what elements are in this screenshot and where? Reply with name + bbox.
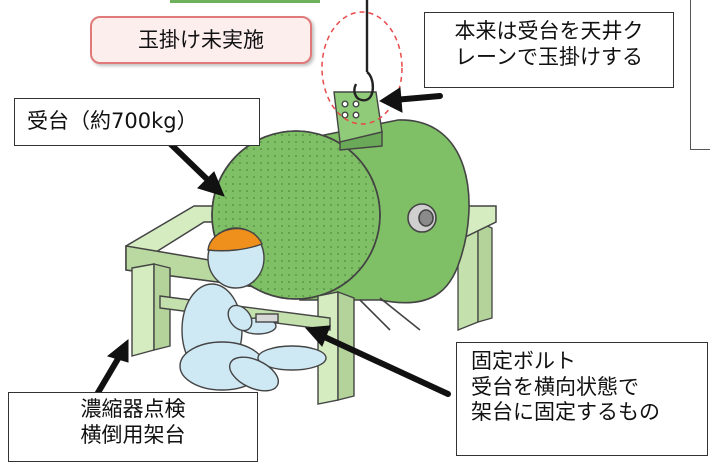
cradle-callout: 受台（約700kg） (14, 98, 260, 146)
crane-note-line-2: レーンで玉掛けする (455, 44, 643, 69)
unslung-warning-label: 玉掛け未実施 (138, 28, 264, 52)
unslung-warning-badge: 玉掛け未実施 (90, 16, 312, 64)
stand-callout: 濃縮器点検 横倒用架台 (8, 392, 258, 462)
dashed-circle (321, 11, 403, 125)
side-panel-edge (690, 0, 710, 150)
stand-line-1: 濃縮器点検 (80, 397, 186, 421)
top-edge-stub (170, 0, 320, 3)
fixing-bolt-line-1: 固定ボルト (471, 349, 576, 373)
crane-note-callout: 本来は受台を天井ク レーンで玉掛けする (424, 12, 674, 88)
fixing-bolt-line-3: 架台に固定するもの (471, 400, 660, 425)
fixing-bolt-callout: 固定ボルト 受台を横向状態で 架台に固定するもの (456, 342, 708, 456)
fixing-bolt-line-2: 受台を横向状態で (471, 374, 639, 399)
stand-line-2: 横倒用架台 (80, 422, 186, 447)
crane-hook (353, 0, 375, 102)
cradle-label: 受台（約700kg） (27, 109, 198, 133)
pointer-arrows (93, 87, 451, 399)
worker (179, 227, 327, 392)
crane-note-line-1: 本来は受台を天井ク (454, 19, 644, 43)
lifting-lug (333, 91, 383, 151)
